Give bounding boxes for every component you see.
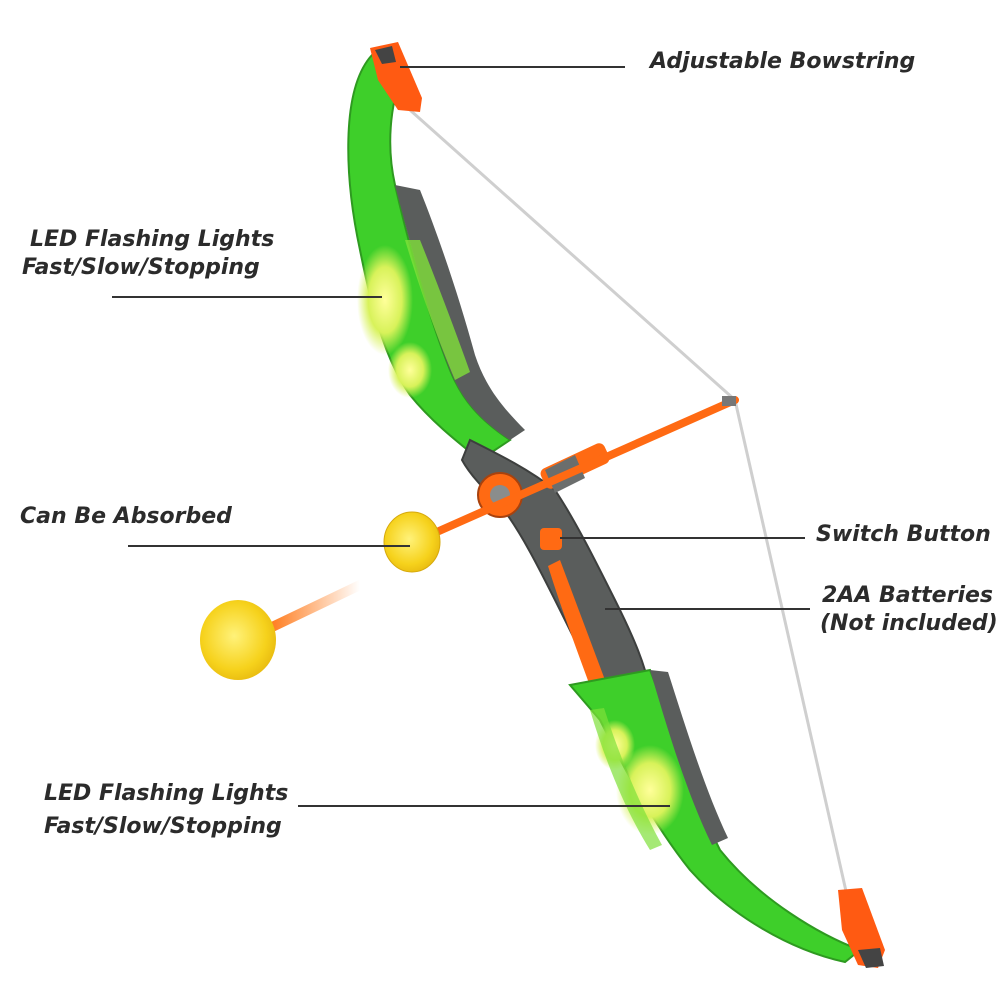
bowstring [409, 108, 850, 901]
absorbed-leader-line [128, 545, 410, 547]
bottom-tip [838, 888, 885, 968]
label-led-top-line2: Fast/Slow/Stopping [22, 255, 260, 280]
switch-button [540, 528, 562, 550]
upper-limb [347, 53, 525, 462]
label-led-top-line1: LED Flashing Lights [30, 227, 275, 252]
label-led-bottom-line2: Fast/Slow/Stopping [44, 814, 282, 839]
label-batteries-line2: (Not included) [820, 611, 998, 636]
top-tip [370, 42, 422, 112]
label-led-bottom-line1: LED Flashing Lights [44, 781, 289, 806]
led-bottom-leader-line [298, 805, 670, 807]
batteries-leader-line [605, 608, 810, 610]
nocked-arrow [383, 396, 739, 573]
bowstring-leader-line [400, 66, 625, 68]
flying-arrow [200, 580, 365, 680]
label-switch-button: Switch Button [816, 522, 991, 547]
led-top-leader-line [112, 296, 382, 298]
lower-limb [568, 668, 862, 964]
switch-leader-line [560, 537, 805, 539]
label-batteries-line1: 2AA Batteries [822, 583, 993, 608]
label-adjustable-bowstring: Adjustable Bowstring [650, 49, 916, 74]
label-can-be-absorbed: Can Be Absorbed [20, 504, 232, 529]
